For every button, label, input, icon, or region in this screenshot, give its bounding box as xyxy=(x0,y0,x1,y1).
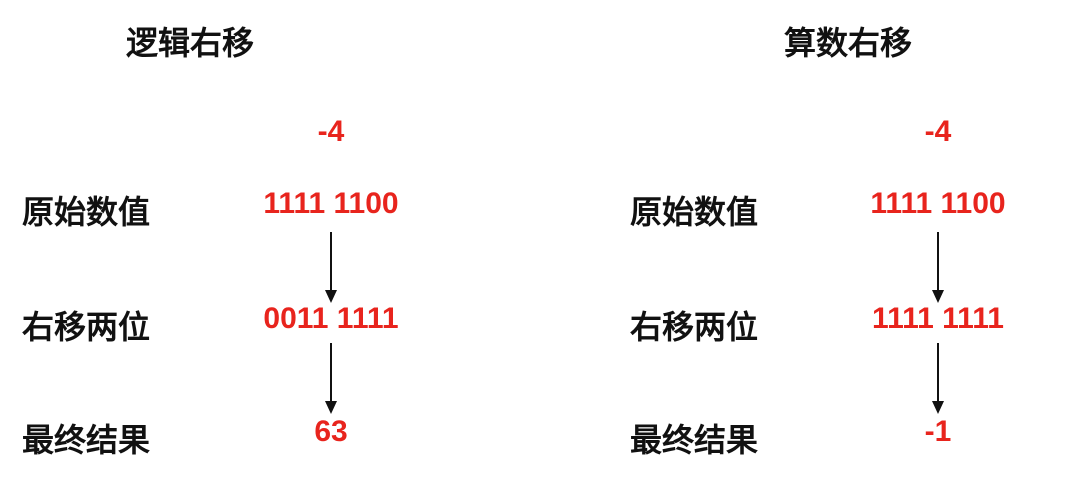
final-result-label: 最终结果 xyxy=(630,421,759,459)
arithmetic-shift-panel: 算数右移 -4 原始数值 1111 1100 右移两位 1111 1111 最终… xyxy=(540,0,1080,482)
final-result-value: 63 xyxy=(314,415,348,448)
arithmetic-shift-title: 算数右移 xyxy=(784,24,913,62)
final-result-value: -1 xyxy=(924,415,952,448)
original-value-binary: 1111 1100 xyxy=(870,187,1006,220)
down-arrow-icon xyxy=(928,343,948,415)
shift-two-label: 右移两位 xyxy=(22,308,151,346)
logical-shift-panel: 逻辑右移 -4 原始数值 1111 1100 右移两位 0011 1111 最终… xyxy=(22,24,399,459)
input-number: -4 xyxy=(924,115,952,148)
input-number: -4 xyxy=(317,115,345,148)
final-result-label: 最终结果 xyxy=(22,421,151,459)
original-value-label: 原始数值 xyxy=(630,193,759,231)
down-arrow-icon xyxy=(928,232,948,304)
original-value-label: 原始数值 xyxy=(22,193,151,231)
shift-two-label: 右移两位 xyxy=(630,308,759,346)
logical-shift-title: 逻辑右移 xyxy=(126,24,255,62)
shifted-value-binary: 0011 1111 xyxy=(263,302,399,335)
shifted-value-binary: 1111 1111 xyxy=(872,302,1004,335)
original-value-binary: 1111 1100 xyxy=(263,187,399,220)
down-arrow-icon xyxy=(321,232,341,304)
down-arrow-icon xyxy=(321,343,341,415)
